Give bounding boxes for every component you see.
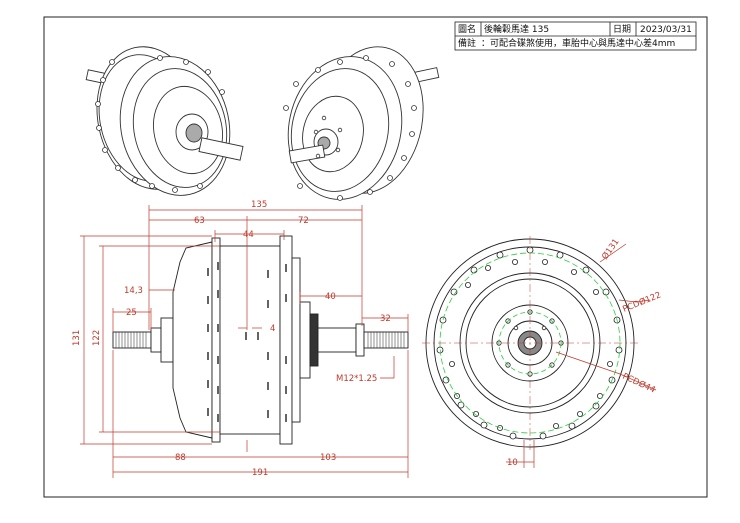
dim-191: 191	[252, 468, 268, 478]
title-note-label: 備註	[458, 37, 476, 49]
dim-pcd-44: PCDØ44	[621, 371, 657, 396]
side-view-dimension-labels: 135 63 72 44 14,3 25 4 40 32 131 122 M12…	[72, 200, 391, 478]
hub-front-view	[422, 236, 638, 450]
title-date-value: 2023/03/31	[640, 25, 692, 35]
dim-131-height: 131	[72, 330, 82, 346]
hub-side-view	[112, 235, 409, 445]
dim-122-height: 122	[92, 330, 102, 346]
dim-hole-10: 10	[507, 458, 518, 468]
dim-14-3: 14,3	[124, 286, 143, 296]
title-name-label: 圖名	[458, 23, 476, 35]
dim-pcd-122: PCDØ122	[621, 289, 663, 314]
dim-4: 4	[270, 324, 275, 334]
dim-88: 88	[175, 453, 186, 463]
side-view-dimensions	[80, 205, 409, 478]
dim-63: 63	[194, 216, 205, 226]
dim-103: 103	[320, 453, 336, 463]
sheet-border	[43, 16, 708, 498]
dim-40: 40	[325, 292, 336, 302]
dim-32: 32	[380, 314, 391, 324]
title-name-value: 後輪轂馬達 135	[484, 23, 549, 35]
dim-m12-thread: M12*1.25	[336, 374, 377, 384]
dim-44: 44	[243, 230, 254, 240]
title-block: 圖名 後輪轂馬達 135 日期 2023/03/31 備註 ：可配合碟煞使用，車…	[454, 21, 697, 51]
hub-iso-view-right	[283, 46, 440, 201]
hub-iso-view-left	[85, 46, 244, 196]
front-view-dimensions	[506, 243, 657, 468]
dim-72: 72	[298, 216, 309, 226]
dim-25: 25	[126, 308, 137, 318]
title-note-value: ：可配合碟煞使用，車胎中心與馬達中心差4mm	[481, 37, 675, 49]
title-date-label: 日期	[613, 24, 631, 35]
dim-135: 135	[251, 200, 267, 210]
